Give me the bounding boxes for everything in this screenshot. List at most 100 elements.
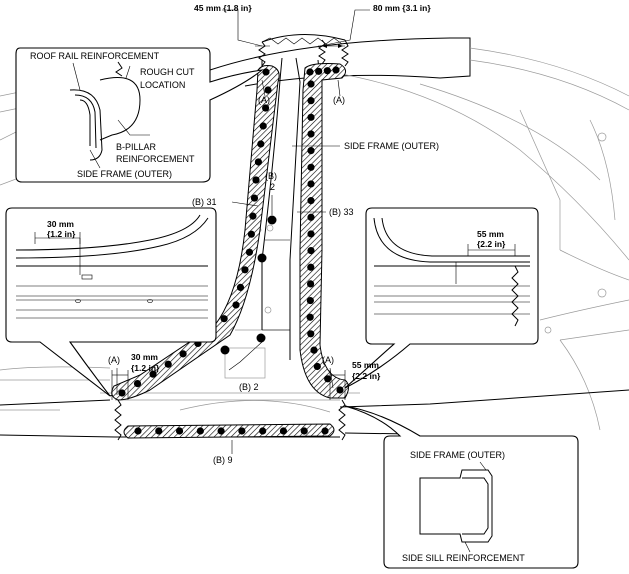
weld-spot (307, 180, 315, 188)
weld-spot (336, 386, 344, 394)
weld-spot (217, 427, 225, 435)
weld-spot (118, 389, 126, 397)
weld-spot (313, 362, 321, 371)
weld-spot (307, 213, 315, 221)
b9-label: (B) 9 (213, 455, 233, 465)
weld-spot (232, 301, 240, 309)
weld-spot (236, 283, 245, 291)
b2-lower-spot (256, 333, 266, 343)
weld-spot (179, 350, 187, 358)
weld-spot (307, 263, 315, 271)
b31-spot (257, 253, 267, 263)
b2-upper-spot (267, 215, 277, 225)
a-top-left-label: (A) (258, 95, 270, 105)
weld-spot (164, 360, 172, 368)
weld-spot (307, 80, 315, 88)
weld-spot (307, 246, 315, 255)
dim-55-inset-label: 55 mm (477, 229, 504, 239)
callout-mid-right (344, 207, 539, 389)
dim-55-in-label: {2.2 in} (352, 371, 381, 381)
text-labels: 45 mm {1.8 in} 80 mm {3.1 in} ROOF RAIL … (30, 3, 525, 563)
weld-spot (323, 67, 331, 75)
weld-spot (175, 427, 184, 435)
dim-30-inset-in-label: {1.2 in} (47, 229, 76, 239)
weld-spot (306, 313, 314, 321)
weld-spot (300, 427, 308, 435)
dim-30-in-label: {1.2 in} (131, 363, 160, 373)
weld-spot (259, 122, 267, 130)
weld-spot (306, 280, 315, 288)
rough-cut-label: ROUGH CUT (140, 67, 195, 77)
side-frame-outer-center-label: SIDE FRAME (OUTER) (344, 141, 439, 151)
weld-spot (259, 427, 267, 435)
weld-spot (307, 197, 315, 205)
weld-spot (315, 67, 323, 75)
b2-lower-label: (B) 2 (239, 382, 259, 392)
callout-mid-left (5, 207, 217, 397)
b-spots (220, 215, 277, 355)
weld-spot (306, 296, 314, 305)
weld-spot (155, 427, 163, 435)
weld-spot (220, 315, 228, 323)
weld-spot (257, 140, 265, 148)
dim-30-label: 30 mm (131, 352, 158, 362)
a-bottom-left-label: (A) (108, 355, 120, 365)
a-bottom-right-label: (A) (322, 355, 334, 365)
weld-spot (307, 113, 315, 121)
weld-spot (264, 86, 272, 94)
left-pillar-strip (111, 65, 280, 401)
weld-spot (238, 427, 246, 435)
weld-spot (332, 66, 340, 74)
callout-bottom-right (344, 405, 579, 569)
weld-spot (133, 380, 142, 388)
weld-spot (247, 230, 255, 238)
weld-spot (249, 212, 257, 220)
b2-upper-label-2: 2 (270, 182, 275, 192)
side-sill-reinforcement-label: SIDE SILL REINFORCEMENT (402, 553, 525, 563)
weld-spot (196, 427, 204, 435)
b-pillar-label: B-PILLAR (116, 142, 157, 152)
weld-spot (307, 147, 315, 155)
weld-spot (252, 176, 260, 184)
side-frame-outer-br-label: SIDE FRAME (OUTER) (410, 450, 505, 460)
weld-spot (307, 130, 315, 138)
weld-spot (307, 230, 315, 238)
weld-spot (279, 427, 288, 435)
weld-spot (306, 68, 314, 76)
weld-spot (261, 104, 270, 112)
roof-cut-edge (261, 34, 346, 43)
sill-strip (123, 423, 335, 439)
weld-spot (241, 266, 249, 274)
weld-spot (262, 68, 270, 76)
b-pillar-reinforcement-label: REINFORCEMENT (116, 154, 195, 164)
weld-spot (250, 194, 259, 202)
cut-line-sill-left (114, 399, 122, 441)
b2-upper-label-1: (B) (265, 171, 277, 181)
dim-45-label: 45 mm {1.8 in} (194, 3, 252, 13)
side-frame-outer-left-label: SIDE FRAME (OUTER) (77, 169, 172, 179)
right-pillar-strip (299, 63, 349, 399)
weld-spot (307, 330, 315, 338)
b31-label: (B) 31 (192, 197, 217, 207)
rough-cut-location-label: LOCATION (140, 80, 185, 90)
leader-lines (116, 79, 341, 454)
dimension-lines (111, 9, 370, 400)
b33-label: (B) 33 (329, 207, 354, 217)
weld-spot (307, 163, 315, 171)
dim-55-label: 55 mm (352, 360, 379, 370)
dim-80-label: 80 mm {3.1 in} (373, 3, 431, 13)
callout-top-left (15, 47, 264, 183)
a-top-right-label: (A) (333, 95, 345, 105)
cut-line-top-right (318, 39, 326, 65)
weld-spot (254, 158, 263, 166)
roof-rail-reinforcement-label: ROOF RAIL REINFORCEMENT (30, 51, 160, 61)
weld-spot (134, 427, 142, 435)
weld-spot (321, 427, 329, 435)
weld-spot (245, 248, 254, 256)
weld-spot (149, 370, 157, 378)
dim-30-inset-label: 30 mm (47, 219, 74, 229)
weld-spot (310, 346, 318, 354)
cut-line-sill-right (338, 399, 346, 441)
